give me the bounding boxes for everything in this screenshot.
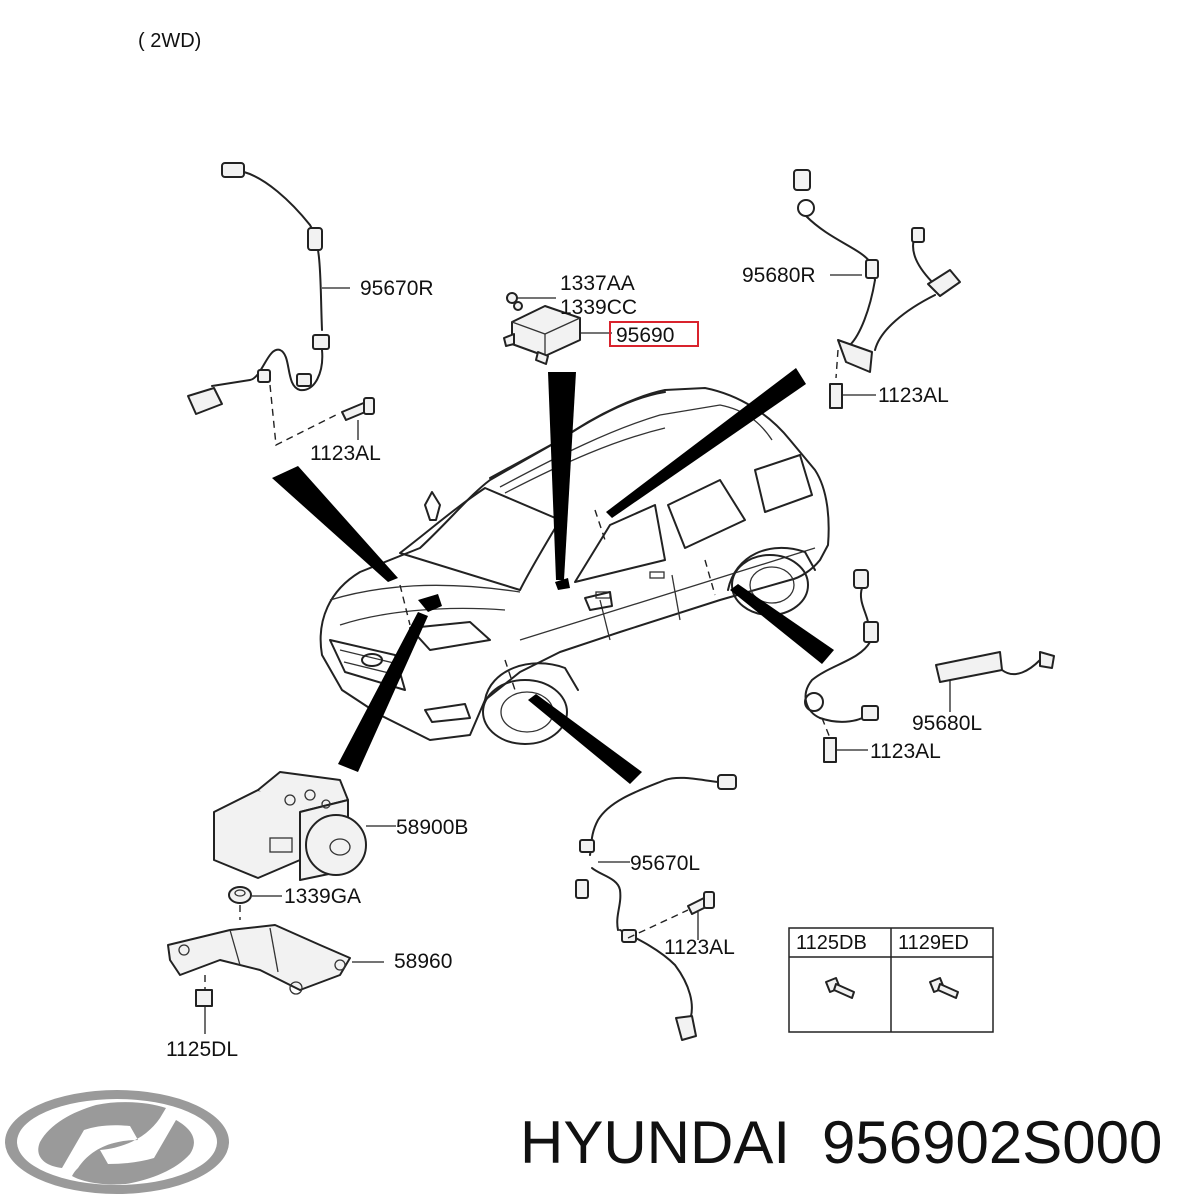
wedge-front-left-sensor xyxy=(528,694,642,784)
bolt-1125DB-drawing xyxy=(825,977,855,999)
front-left-wheel-sensor xyxy=(575,774,737,1041)
rear-right-wheel-sensor xyxy=(793,169,961,409)
wedge-module xyxy=(548,372,576,580)
sensor-module xyxy=(503,292,612,365)
pointer-wedges xyxy=(272,368,834,784)
table-header-1129ED: 1129ED xyxy=(898,932,969,954)
abs-hydraulic-unit xyxy=(213,771,396,881)
wedge-rear-left-sensor xyxy=(730,584,834,664)
wedge-abs-unit xyxy=(338,612,428,772)
callout-95680L: 95680L xyxy=(912,712,982,735)
highlight-box-95690 xyxy=(609,321,699,347)
callout-1125DL: 1125DL xyxy=(166,1038,238,1061)
callout-1123AL-front-left: 1123AL xyxy=(664,936,735,959)
callout-58960: 58960 xyxy=(394,950,452,973)
callout-95670L: 95670L xyxy=(630,852,700,875)
drive-variant-label: ( 2WD) xyxy=(138,30,201,52)
abs-bracket xyxy=(167,924,384,995)
wedge-rear-right-sensor xyxy=(606,368,806,518)
abs-mount-nut xyxy=(228,886,282,920)
callout-1339GA: 1339GA xyxy=(284,885,361,908)
callout-95670R: 95670R xyxy=(360,277,434,300)
callout-58900B: 58900B xyxy=(396,816,468,839)
table-header-1125DB: 1125DB xyxy=(796,932,867,954)
callout-95680R: 95680R xyxy=(742,264,816,287)
rear-left-wheel-sensor xyxy=(804,569,1055,763)
callout-1123AL-rear-right: 1123AL xyxy=(878,384,949,407)
callout-95690: 95690 xyxy=(616,324,674,347)
hyundai-logo xyxy=(5,1090,229,1194)
vehicle-illustration xyxy=(319,387,830,745)
callout-1123AL-rear-left: 1123AL xyxy=(870,740,941,763)
bracket-bolt xyxy=(195,975,213,1034)
bolt-1129ED-drawing xyxy=(929,977,959,999)
callout-1339CC: 1339CC xyxy=(560,296,637,319)
callout-1123AL-front-right: 1123AL xyxy=(310,442,381,465)
brand-name: HYUNDAI xyxy=(520,1109,790,1176)
wedge-front-right-sensor xyxy=(272,466,398,582)
part-number: 956902S000 xyxy=(822,1109,1162,1176)
front-right-wheel-sensor xyxy=(187,162,375,447)
fastener-table: 1125DB 1129ED xyxy=(788,927,994,1033)
callout-1337AA: 1337AA xyxy=(560,272,635,295)
